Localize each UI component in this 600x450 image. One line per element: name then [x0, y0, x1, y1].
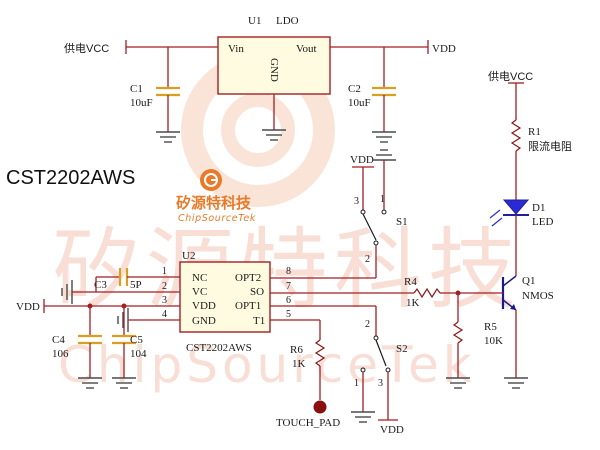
- vdd-left-label: VDD: [16, 301, 40, 313]
- q1-value: NMOS: [522, 290, 554, 302]
- ldo-box: [217, 36, 331, 95]
- ldo-name: LDO: [276, 15, 299, 27]
- logo-en: ChipSourceTek: [178, 213, 256, 224]
- r6-resistor: [314, 339, 326, 367]
- u2-pin6-num: 6: [286, 295, 291, 306]
- r4-value: 1K: [406, 297, 420, 309]
- s2-pin1: 1: [354, 378, 359, 389]
- r1-ref: R1: [528, 126, 541, 138]
- u2-box: [179, 261, 271, 333]
- c3-gnd-symbol: [61, 280, 73, 304]
- u2-pin3-name: VDD: [192, 300, 216, 312]
- s2-pin3: 3: [378, 378, 383, 389]
- u2-left-pins: [154, 276, 180, 321]
- s1-vdd-label: VDD: [350, 154, 374, 166]
- s2-vdd-label: VDD: [380, 424, 404, 436]
- ldo-ref: U1: [248, 15, 261, 27]
- s1-lever: [362, 213, 377, 241]
- c4-value: 106: [52, 348, 69, 360]
- c1-value: 10uF: [130, 97, 153, 109]
- touch-pad-label: TOUCH_PAD: [276, 417, 340, 429]
- s2-gnd-symbol: [351, 411, 375, 423]
- u2-ref: U2: [182, 250, 195, 262]
- s2-lever: [375, 339, 387, 367]
- c5-gnd-symbol: [112, 377, 136, 389]
- u2-part: CST2202AWS: [186, 342, 252, 354]
- u2-pin8-name: OPT2: [235, 272, 261, 284]
- s2-ref: S2: [396, 343, 408, 355]
- c1-ref: C1: [130, 83, 143, 95]
- c5-ref: C5: [130, 334, 143, 346]
- u2-pin5-name: T1: [253, 315, 265, 327]
- u2-pin1-num: 1: [162, 266, 167, 277]
- d1-ref: D1: [532, 202, 545, 214]
- ldo-pin-gnd: GND: [268, 58, 280, 82]
- led-icon: [502, 199, 530, 215]
- c5-value: 104: [130, 348, 147, 360]
- nmos-gnd-symbol: [504, 377, 528, 389]
- c4-gnd-symbol: [78, 377, 102, 389]
- c1-gnd-symbol: [156, 131, 180, 143]
- u2-pin8-num: 8: [286, 266, 291, 277]
- r5-ref: R5: [484, 321, 497, 333]
- r5-gnd-symbol: [446, 377, 470, 389]
- s1-gnd-symbol: [372, 149, 396, 161]
- r1-value: 限流电阻: [528, 139, 572, 153]
- r6-ref: R6: [290, 344, 303, 356]
- supply-left-label: 供电VCC: [64, 41, 109, 55]
- c2-gnd-symbol: [372, 131, 396, 143]
- watermark-cn: 矽源特科技: [52, 218, 522, 321]
- ldo-pin-in: Vin: [228, 43, 244, 55]
- r5-resistor: [452, 321, 464, 344]
- s1-pin2: 2: [365, 254, 370, 265]
- logo-cn: 矽源特科技: [176, 194, 252, 212]
- c3-ref: C3: [94, 279, 107, 291]
- s1-pin3: 3: [354, 196, 359, 207]
- u2-pin4-name: GND: [192, 315, 216, 327]
- u2-pin6-name: OPT1: [235, 300, 261, 312]
- led-light-arrows-icon: [489, 209, 503, 227]
- s1-ref: S1: [396, 216, 408, 228]
- supply-right-label: 供电VCC: [488, 69, 533, 83]
- ldo-gnd-symbol: [262, 129, 286, 141]
- r4-ref: R4: [404, 276, 417, 288]
- r4-resistor: [413, 287, 441, 299]
- touch-pad-icon: [313, 400, 327, 414]
- vdd-top-label: VDD: [432, 43, 456, 55]
- u2-pin1-name: NC: [192, 272, 207, 284]
- s2-pin2: 2: [365, 319, 370, 330]
- s1-pin1: 1: [380, 194, 385, 205]
- c4-ref: C4: [52, 334, 65, 346]
- r1-resistor: [510, 119, 522, 152]
- c2-value: 10uF: [348, 97, 371, 109]
- page-title: CST2202AWS: [6, 167, 135, 189]
- u2-pin4-num: 4: [162, 309, 167, 320]
- ldo-pin-out: Vout: [296, 43, 317, 55]
- c2-ref: C2: [348, 83, 361, 95]
- u2-pin7-name: SO: [250, 286, 264, 298]
- u2-pin5-num: 5: [286, 309, 291, 320]
- q1-ref: Q1: [522, 275, 535, 287]
- d1-value: LED: [532, 216, 553, 228]
- u2-gnd-symbol: [117, 308, 129, 332]
- u2-pin2-name: VC: [192, 286, 207, 298]
- r5-value: 10K: [484, 335, 503, 347]
- c3-value: 5P: [130, 279, 142, 291]
- logo: 矽源特科技 ChipSourceTek: [176, 169, 256, 224]
- u2-pin3-num: 3: [162, 295, 167, 306]
- r6-value: 1K: [292, 358, 306, 370]
- u2-right-pins: [270, 277, 320, 321]
- watermark-en: ChipSourceTek: [58, 336, 476, 394]
- u2-pin7-num: 7: [286, 281, 291, 292]
- u2-pin2-num: 2: [162, 281, 167, 292]
